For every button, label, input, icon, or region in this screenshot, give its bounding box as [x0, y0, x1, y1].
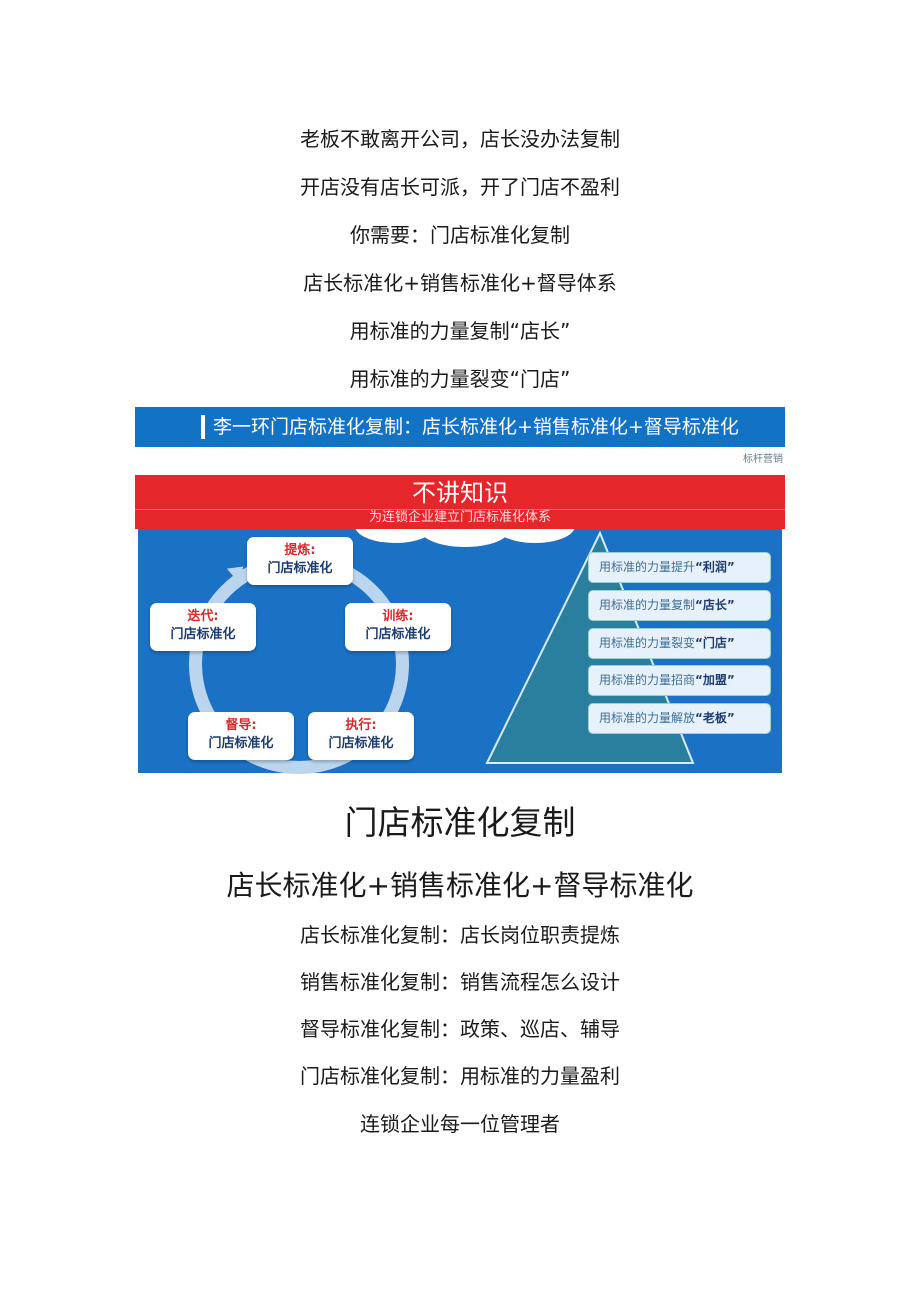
intro-line-5: 用标准的力量复制“店长” [349, 319, 571, 343]
pyramid-item-text: 用标准的力量复制 [599, 598, 696, 612]
pyramid-item-store: 用标准的力量裂变“门店” [588, 628, 771, 659]
section-heading: 门店标准化复制 [344, 803, 576, 842]
pyramid-item-text: 用标准的力量招商 [599, 673, 696, 687]
detail-line-2: 销售标准化复制：销售流程怎么设计 [300, 970, 620, 994]
pyramid-item-emphasis: “店长” [695, 598, 735, 612]
header-subtitle: 为连锁企业建立门店标准化体系 [368, 510, 551, 525]
header-title: 不讲知识 [412, 479, 508, 507]
detail-line-4: 门店标准化复制：用标准的力量盈利 [300, 1064, 620, 1088]
intro-line-4: 店长标准化+销售标准化+督导体系 [303, 271, 617, 295]
pyramid-item-text: 用标准的力量裂变 [599, 636, 696, 650]
pyramid-item-emphasis: “老板” [695, 711, 735, 725]
pyramid-item-text: 用标准的力量解放 [599, 711, 696, 725]
cycle-step-key: 执行: [345, 718, 377, 733]
banner-text: 李一环门店标准化复制：店长标准化+销售标准化+督导标准化 [213, 416, 739, 438]
detail-line-3: 督导标准化复制：政策、巡店、辅导 [300, 1017, 620, 1041]
cycle-step-key: 督导: [225, 718, 257, 733]
cycle-step-train: 训练: 门店标准化 [345, 603, 451, 651]
section-subheading: 店长标准化+销售标准化+督导标准化 [226, 869, 694, 902]
title-banner: 李一环门店标准化复制：店长标准化+销售标准化+督导标准化 [135, 407, 785, 447]
pyramid-item-profit: 用标准的力量提升“利润” [588, 552, 771, 583]
infographic: 不讲知识 为连锁企业建立门店标准化体系 提炼: 门店标准化 训练: 门店标准化 … [135, 475, 785, 775]
header-divider [135, 509, 785, 510]
banner-accent-bar [201, 415, 205, 439]
intro-line-1: 老板不敢离开公司，店长没办法复制 [300, 127, 620, 151]
pyramid-item-emphasis: “门店” [695, 636, 735, 650]
cycle-step-key: 提炼: [284, 543, 316, 558]
pyramid-item-franchise: 用标准的力量招商“加盟” [588, 665, 771, 696]
cycle-step-key: 迭代: [187, 609, 219, 624]
header-band: 不讲知识 为连锁企业建立门店标准化体系 [135, 475, 785, 529]
cycle-step-iterate: 迭代: 门店标准化 [150, 603, 256, 651]
cycle-step-supervise: 督导: 门店标准化 [188, 712, 294, 760]
source-caption: 标杆营销 [743, 454, 783, 465]
pyramid-item-emphasis: “加盟” [695, 673, 735, 687]
detail-line-1: 店长标准化复制：店长岗位职责提炼 [300, 923, 620, 947]
detail-line-5: 连锁企业每一位管理者 [360, 1112, 560, 1136]
cycle-step-key: 训练: [382, 609, 414, 624]
cycle-step-value: 门店标准化 [170, 627, 236, 642]
pyramid-item-boss: 用标准的力量解放“老板” [588, 703, 771, 734]
intro-line-2: 开店没有店长可派，开了门店不盈利 [300, 175, 620, 199]
cycle-step-refine: 提炼: 门店标准化 [247, 537, 353, 585]
pyramid-item-manager: 用标准的力量复制“店长” [588, 590, 771, 621]
cycle-step-execute: 执行: 门店标准化 [308, 712, 414, 760]
cycle-step-value: 门店标准化 [267, 561, 333, 576]
intro-line-3: 你需要：门店标准化复制 [350, 223, 570, 247]
cycle-step-value: 门店标准化 [208, 736, 274, 751]
pyramid-item-text: 用标准的力量提升 [599, 560, 696, 574]
pyramid-item-emphasis: “利润” [695, 560, 735, 574]
cycle-step-value: 门店标准化 [328, 736, 394, 751]
cycle-step-value: 门店标准化 [365, 627, 431, 642]
intro-line-6: 用标准的力量裂变“门店” [349, 367, 571, 391]
